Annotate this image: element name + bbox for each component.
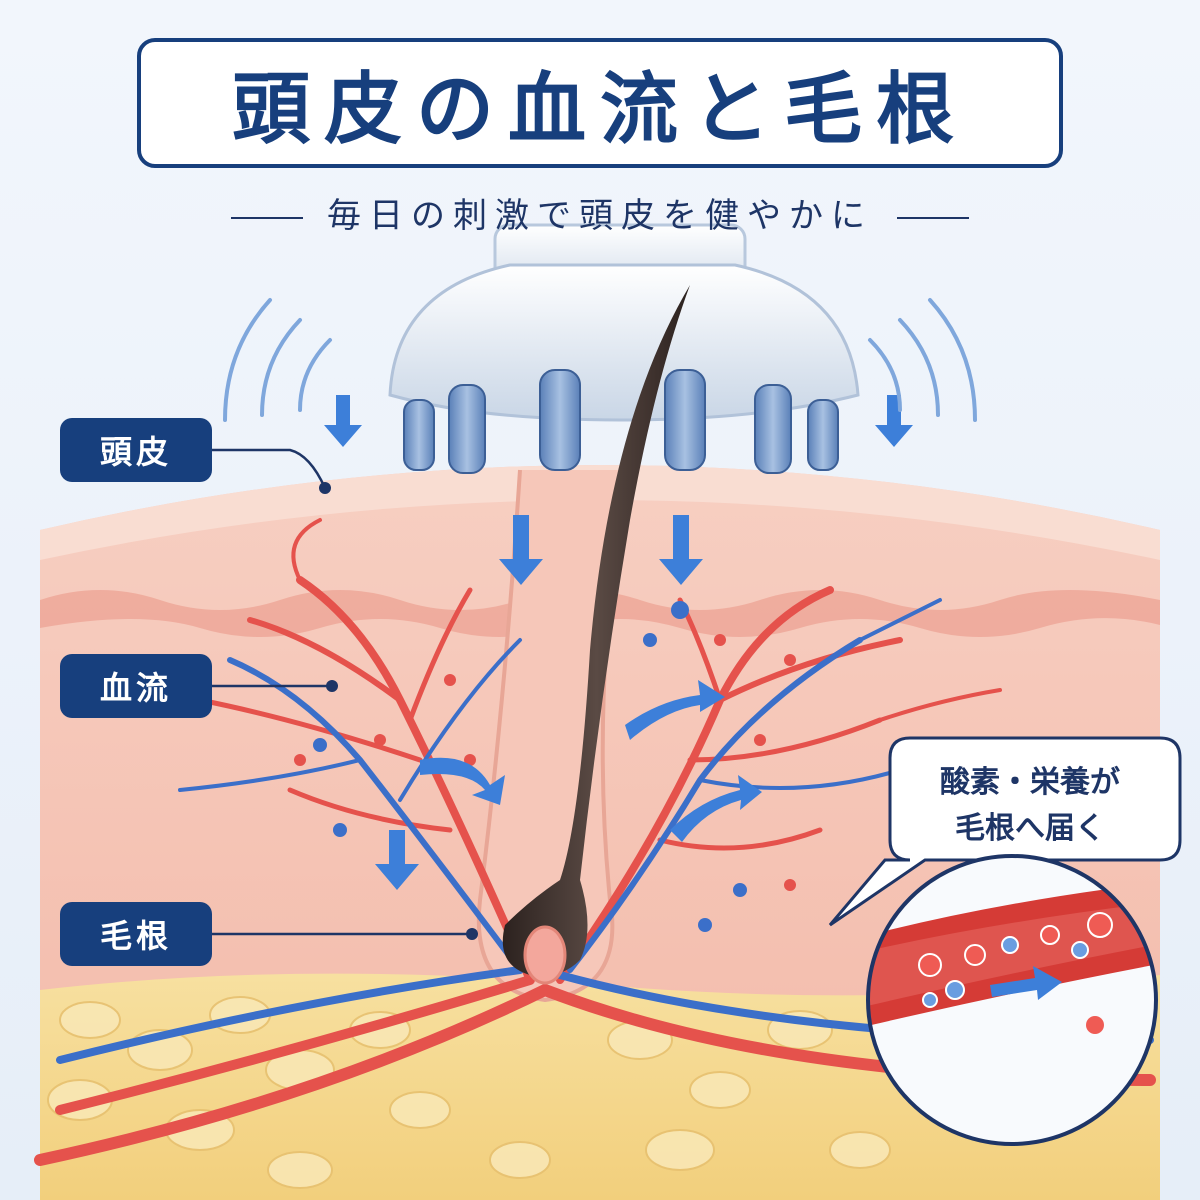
subtitle: 毎日の刺激で頭皮を健やかに <box>327 196 873 236</box>
label-scalp: 頭皮 <box>60 418 212 482</box>
callout-line-1: 酸素・栄養が <box>880 760 1180 806</box>
subtitle-row: 毎日の刺激で頭皮を健やかに <box>0 188 1200 237</box>
label-hair-root: 毛根 <box>60 902 212 966</box>
subtitle-dash-right <box>897 217 969 219</box>
title-box: 頭皮の血流と毛根 <box>137 38 1063 168</box>
callout-line-2: 毛根へ届く <box>880 806 1180 852</box>
dermal-papilla <box>525 927 565 983</box>
page-title: 頭皮の血流と毛根 <box>232 47 968 159</box>
label-blood-flow: 血流 <box>60 654 212 718</box>
callout-text: 酸素・栄養が 毛根へ届く <box>880 760 1180 852</box>
subtitle-dash-left <box>231 217 303 219</box>
